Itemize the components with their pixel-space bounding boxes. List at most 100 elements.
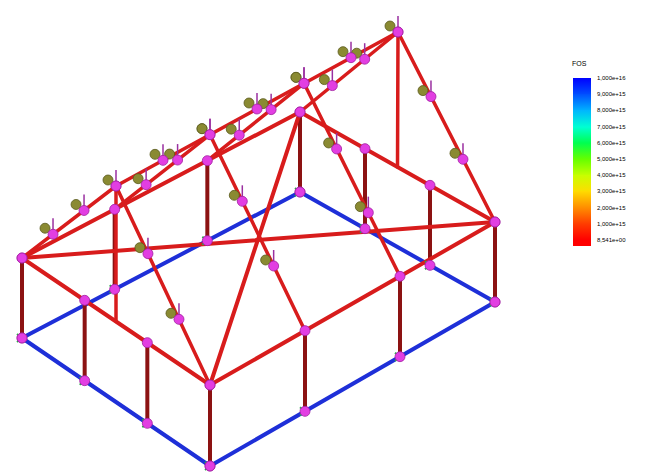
joint-node: [17, 333, 27, 343]
legend-swatch: [573, 208, 591, 225]
joint-node: [332, 144, 342, 154]
base-beam: [300, 192, 495, 302]
joint-node: [110, 204, 120, 214]
joint-node: [234, 130, 244, 140]
joint-node: [426, 92, 436, 102]
joint-node: [174, 314, 184, 324]
load-arrow: [332, 70, 334, 82]
joint-node: [346, 53, 356, 63]
load-arrow: [162, 144, 164, 156]
legend-value: 2,000e+15: [597, 205, 626, 211]
legend-value: 4,000e+15: [597, 172, 626, 178]
joint-node: [205, 130, 215, 140]
legend-swatch: [573, 159, 591, 176]
legend-swatch: [573, 127, 591, 144]
rafter: [22, 32, 495, 385]
column: [298, 112, 302, 192]
load-arrows: [53, 16, 463, 315]
joint-node: [205, 130, 215, 140]
rafter: [22, 186, 116, 258]
eave-beam: [210, 112, 300, 385]
load-arrow: [147, 238, 149, 250]
load-arrow: [238, 119, 240, 131]
rafter: [207, 83, 304, 160]
joint-node: [141, 180, 151, 190]
column: [145, 343, 149, 424]
rafter: [115, 135, 210, 210]
joint-node: [458, 154, 468, 164]
joint-node: [17, 253, 27, 263]
joint-node: [360, 224, 370, 234]
load-arrow: [397, 16, 399, 28]
joint-node: [79, 205, 89, 215]
joint-node: [490, 297, 500, 307]
column: [208, 385, 212, 466]
column: [22, 112, 495, 466]
legend-swatch: [573, 224, 591, 241]
base-beam: [22, 192, 300, 338]
joint-node: [80, 295, 90, 305]
joint-node: [295, 107, 305, 117]
joint-node: [295, 187, 305, 197]
legend-swatch: [573, 78, 591, 95]
column: [83, 300, 87, 380]
load-arrow: [270, 94, 272, 106]
column: [493, 222, 497, 302]
base-beam: [210, 302, 495, 466]
eave-beam: [210, 222, 495, 385]
legend-value: 3,000e+15: [597, 188, 626, 194]
joint-node: [360, 144, 370, 154]
load-arrow: [256, 93, 258, 105]
rafter: [116, 186, 210, 385]
legend-swatch: [573, 191, 591, 208]
joint-node: [393, 27, 403, 37]
load-arrow: [145, 169, 147, 181]
rafter: [304, 83, 400, 276]
joint-node: [142, 418, 152, 428]
joint-node: [299, 78, 309, 88]
legend-swatch: [573, 175, 591, 192]
load-arrow: [368, 197, 370, 209]
joint-node: [202, 236, 212, 246]
joint-node: [237, 196, 247, 206]
joint-node: [80, 376, 90, 386]
joint-node: [111, 181, 121, 191]
joint-node: [363, 208, 373, 218]
mass-markers: [40, 21, 460, 318]
joint-node: [17, 253, 27, 263]
joint-node: [17, 333, 27, 343]
joint-node: [266, 105, 276, 115]
legend-value: 7,000e+15: [597, 124, 626, 130]
joint-nodes: [17, 27, 500, 471]
load-arrow: [303, 67, 305, 79]
joint-node: [300, 326, 310, 336]
base-beam: [22, 338, 210, 466]
joint-node: [202, 156, 212, 166]
legend-value: 1,000e+16: [597, 75, 626, 81]
joint-node: [300, 406, 310, 416]
legend-value: 5,000e+15: [597, 156, 626, 162]
joint-node: [111, 181, 121, 191]
load-arrow: [336, 133, 338, 145]
joint-node: [158, 155, 168, 165]
joint-node: [395, 352, 405, 362]
joint-node: [490, 297, 500, 307]
joint-node: [110, 284, 120, 294]
load-arrow: [430, 81, 432, 93]
load-arrow: [115, 170, 117, 182]
load-arrow: [273, 250, 275, 262]
rafter: [300, 32, 398, 112]
joint-node: [393, 27, 403, 37]
load-arrow: [83, 194, 85, 206]
column: [303, 331, 307, 412]
rafter: [116, 32, 398, 186]
joint-node: [395, 271, 405, 281]
joint-node: [425, 180, 435, 190]
legend-value: 6,000e+15: [597, 140, 626, 146]
load-arrow: [242, 185, 244, 197]
load-arrow: [462, 143, 464, 155]
load-arrow: [303, 67, 305, 79]
joint-node: [295, 187, 305, 197]
joint-node: [173, 155, 183, 165]
